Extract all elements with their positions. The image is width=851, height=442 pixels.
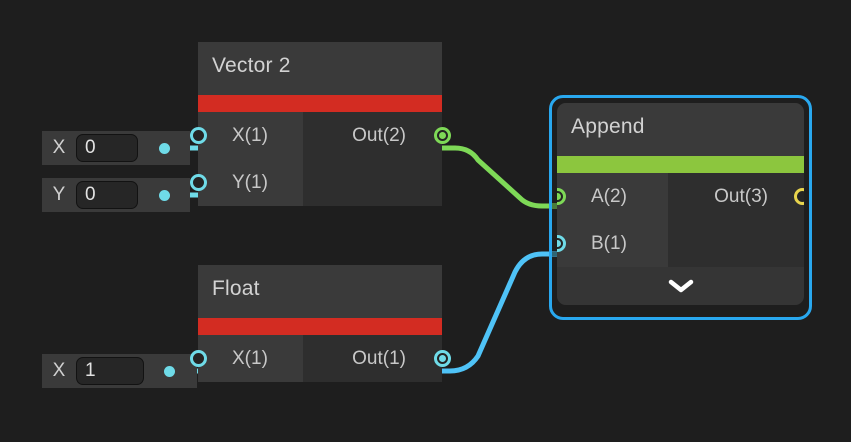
widget-label-x: X [52,137,66,158]
port-label-append-a: A(2) [591,185,627,207]
node-float-output-column: Out(1) [303,335,451,382]
node-append-accent-bar [557,156,804,173]
port-label-vector2-y: Y(1) [232,171,268,193]
port-label-float-x: X(1) [232,347,268,369]
port-float-x[interactable] [190,350,207,367]
node-vector2-body: X(1) Y(1) Out(2) [190,112,451,206]
float-x-widget-dot[interactable] [164,365,175,377]
node-append-footer[interactable] [557,267,804,305]
port-append-a[interactable] [557,188,566,205]
widget-label-float-x: X [52,360,66,381]
node-float-body: X(1) Out(1) [190,335,451,382]
port-vector2-y[interactable] [190,174,207,191]
chevron-down-icon[interactable] [668,279,694,293]
widget-label-y: Y [52,184,66,205]
node-vector2-input-column: X(1) Y(1) [190,112,303,206]
port-row-append-b[interactable]: B(1) [557,220,668,267]
port-label-append-b: B(1) [591,232,627,254]
node-append-body: A(2) B(1) Out(3) [557,173,804,267]
node-vector2[interactable]: Vector 2 X(1) Y(1) Out(2) [190,42,451,206]
widget-vector2-y[interactable]: Y [42,178,190,212]
widget-float-x[interactable]: X [42,354,197,388]
port-vector2-x[interactable] [190,127,207,144]
port-row-float-x[interactable]: X(1) [190,335,303,382]
port-vector2-out[interactable] [434,127,451,144]
node-float-accent-bar [198,318,442,335]
port-row-append-a[interactable]: A(2) [557,173,668,220]
port-row-append-out[interactable]: Out(3) [668,173,804,220]
port-row-vector2-y[interactable]: Y(1) [190,159,303,206]
node-append-output-column: Out(3) [668,173,804,267]
port-append-b[interactable] [557,235,566,252]
port-row-vector2-out[interactable]: Out(2) [303,112,451,159]
vector2-x-widget-dot[interactable] [159,142,170,154]
node-vector2-title: Vector 2 [198,42,442,95]
port-label-vector2-out: Out(2) [352,124,406,146]
vector2-y-widget-dot[interactable] [159,189,170,201]
port-label-float-out: Out(1) [352,347,406,369]
port-row-vector2-x[interactable]: X(1) [190,112,303,159]
port-float-out[interactable] [434,350,451,367]
port-label-vector2-x: X(1) [232,124,268,146]
node-float[interactable]: Float X(1) Out(1) [190,265,451,382]
node-vector2-accent-bar [198,95,442,112]
node-float-title: Float [198,265,442,318]
float-x-input[interactable] [76,357,144,385]
node-append-input-column: A(2) B(1) [557,173,668,267]
node-append[interactable]: Append A(2) B(1) Out(3) [557,103,804,305]
port-label-append-out: Out(3) [714,185,768,207]
port-append-out[interactable] [794,188,804,205]
node-append-title: Append [557,103,804,156]
port-row-float-out[interactable]: Out(1) [303,335,451,382]
node-float-input-column: X(1) [190,335,303,382]
node-vector2-output-column: Out(2) [303,112,451,206]
widget-vector2-x[interactable]: X [42,131,190,165]
vector2-y-input[interactable] [76,181,138,209]
vector2-x-input[interactable] [76,134,138,162]
